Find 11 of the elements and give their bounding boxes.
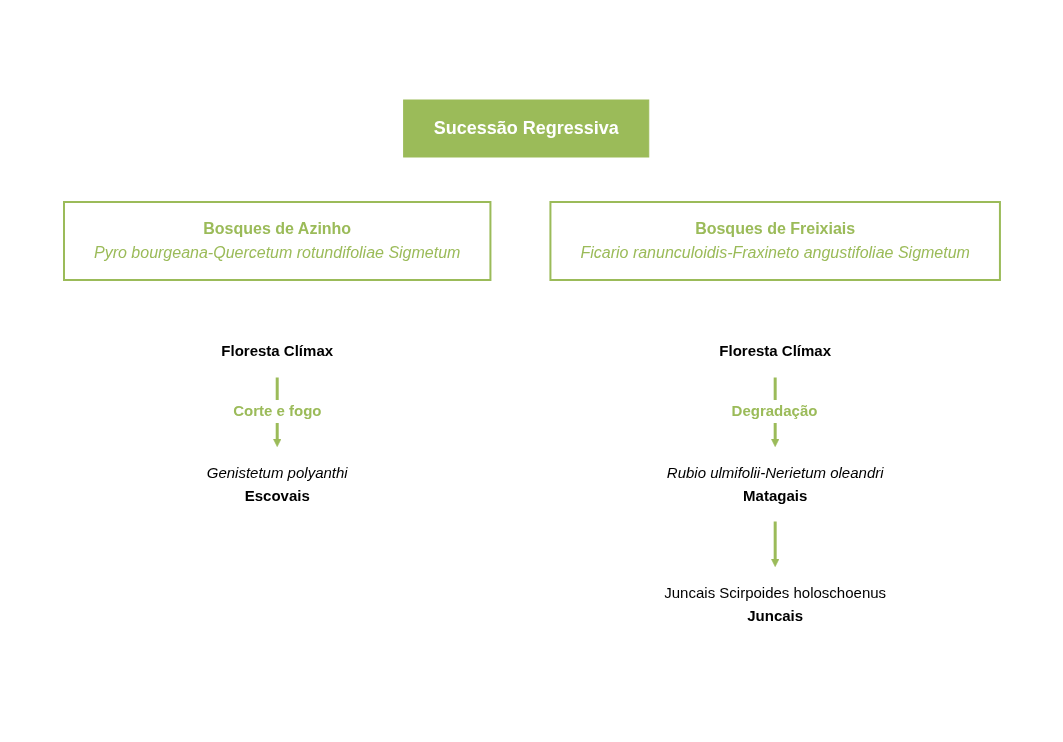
node-text: Genistetum polyanthi Escovais [206, 463, 348, 504]
node-box: Sucessão Regressiva [402, 99, 649, 158]
node-box: Bosques de Azinho Pyro bourgeana-Quercetum rotundifoliae Sigmetum [62, 201, 491, 282]
edge-label: Corte e fogo [232, 402, 322, 420]
node-text: Juncais Scirpoides holoschoenus Juncais [663, 583, 886, 624]
arrow [770, 521, 780, 568]
node-text: Rubio ulmifolii-Nerietum oleandri Matagais [666, 463, 884, 504]
edge-label: Degradação [731, 402, 817, 420]
node-text: Floresta Clímax [220, 342, 333, 360]
node-box: Bosques de Freixiais Ficario ranunculoidis-Fraxineto angustifoliae Sigmetum [548, 201, 1001, 282]
node-text: Floresta Clímax [718, 342, 831, 360]
